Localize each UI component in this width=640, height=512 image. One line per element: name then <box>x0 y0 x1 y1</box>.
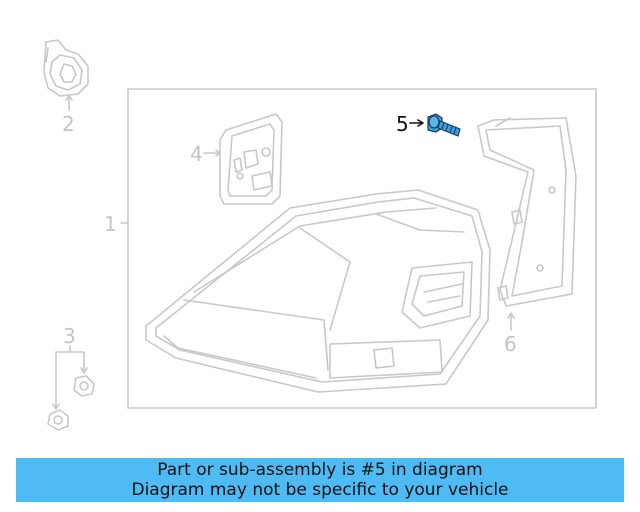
info-banner: Part or sub-assembly is #5 in diagram Di… <box>16 458 624 502</box>
tail-lamp-housing <box>145 189 491 393</box>
bracket-part-4 <box>203 113 283 205</box>
bolt-part-5 <box>427 113 461 137</box>
parts-diagram <box>43 39 597 431</box>
callout-6: 6 <box>504 332 517 356</box>
banner-line-1: Part or sub-assembly is #5 in diagram <box>157 460 483 480</box>
assembly-frame <box>127 88 597 409</box>
banner-line-2: Diagram may not be specific to your vehi… <box>131 480 509 500</box>
callout-5: 5 <box>396 112 409 136</box>
fastener-part-3 <box>47 345 95 431</box>
callout-2: 2 <box>62 112 75 136</box>
callout-4: 4 <box>190 142 203 166</box>
bracket-part-6 <box>477 117 577 331</box>
callout-3: 3 <box>63 324 76 348</box>
callout-1: 1 <box>104 212 117 236</box>
socket-part-2 <box>43 39 89 111</box>
